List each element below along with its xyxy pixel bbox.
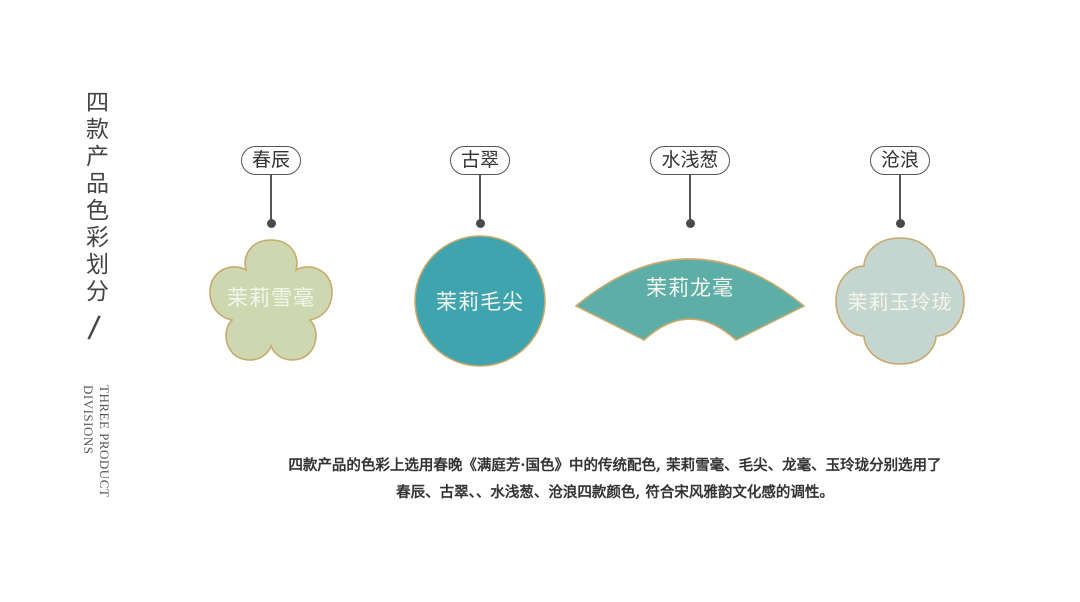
side-title-slash: / [86,309,102,346]
connector-dot [266,219,276,228]
color-item-gucui: 古翠 茉莉毛尖 [413,146,547,368]
color-item-shuiqiancong: 水浅葱 茉莉龙毫 [574,146,806,344]
color-tag: 古翠 [449,146,510,175]
description-line1: 四款产品的色彩上选用春晚《满庭芳·国色》中的传统配色, 茉莉雪毫、毛尖、龙毫、玉… [288,457,942,474]
fan-shape: 茉莉龙毫 [574,234,806,344]
product-name: 茉莉玉玲珑 [847,290,953,314]
product-name: 茉莉毛尖 [436,290,524,314]
color-tag: 沧浪 [869,146,930,175]
connector-dot [475,219,485,228]
connector-line [270,175,272,221]
plum-blossom-shape: 茉莉雪毫 [204,234,338,366]
side-title-en-line1: THREE PRODUCT [97,385,112,498]
color-item-chunchen: 春辰 茉莉雪毫 [204,146,338,366]
connector-line [899,175,901,221]
description: 四款产品的色彩上选用春晚《满庭芳·国色》中的传统配色, 茉莉雪毫、毛尖、龙毫、玉… [250,452,980,506]
description-line2: 春辰、古翠、、水浅葱、沧浪四款颜色, 符合宋风雅韵文化感的调性。 [396,484,834,501]
connector-line [689,175,691,221]
color-tag: 春辰 [240,146,301,175]
color-item-canglang: 沧浪 茉莉玉玲珑 [832,146,968,368]
connector-dot [895,219,905,228]
product-name: 茉莉雪毫 [227,286,315,310]
side-title-en: THREE PRODUCT DIVISIONS [80,385,112,497]
circle-shape: 茉莉毛尖 [413,234,547,368]
side-title-en-line2: DIVISIONS [81,385,96,455]
side-title: 四款产品色彩划分 / [78,90,110,346]
side-title-cn: 四款产品色彩划分 [81,90,108,306]
connector-dot [685,219,695,228]
connector-line [479,175,481,221]
product-name: 茉莉龙毫 [646,276,734,300]
color-tag: 水浅葱 [650,146,730,175]
cloud-quatrefoil-shape: 茉莉玉玲珑 [832,234,968,368]
